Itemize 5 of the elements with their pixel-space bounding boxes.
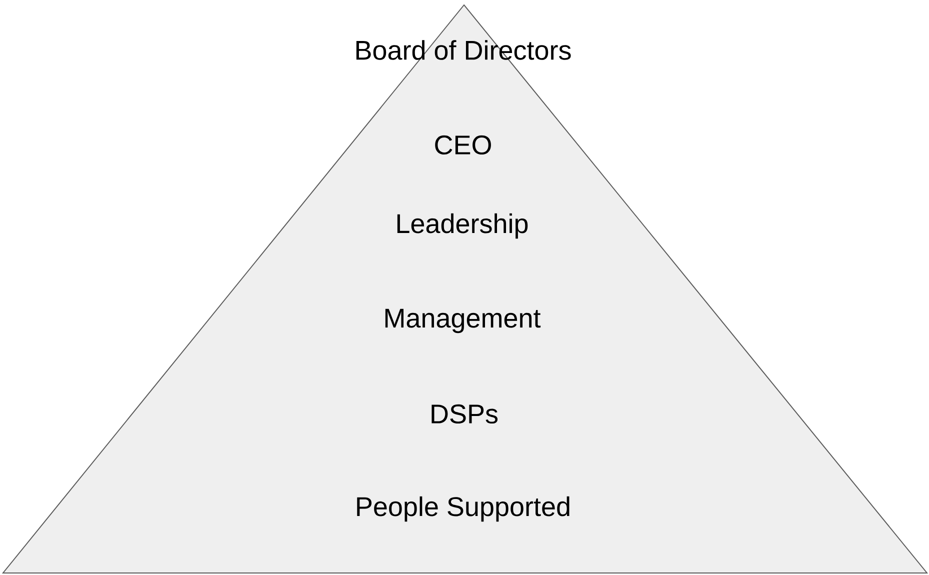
pyramid-label: People Supported — [357, 496, 570, 522]
pyramid-label: CEO — [435, 135, 491, 155]
pyramid-label: Leadership — [397, 213, 528, 239]
pyramid-label: Management — [385, 308, 541, 334]
pyramid-label: DSPs — [432, 404, 498, 424]
